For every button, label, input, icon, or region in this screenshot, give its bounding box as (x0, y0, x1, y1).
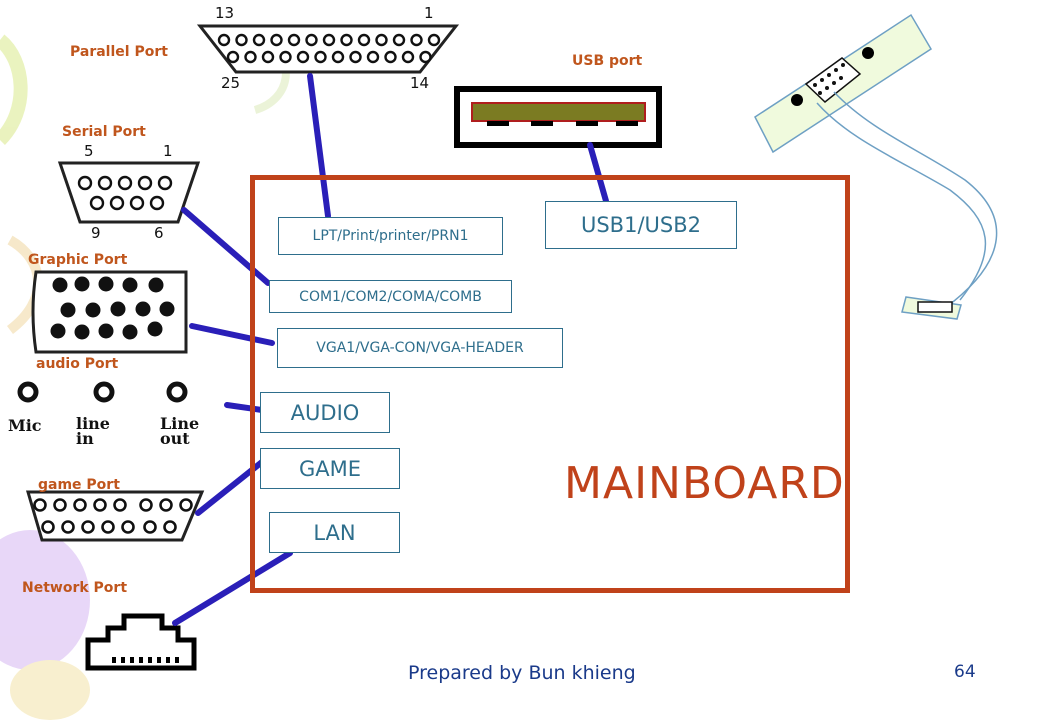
audio-jack-line-in-label: line in (76, 414, 110, 448)
lan-header-box: LAN (269, 512, 400, 553)
audio-port-label: audio Port (36, 356, 119, 372)
serial-pin-9: 9 (91, 224, 101, 242)
network-port-label: Network Port (22, 580, 128, 596)
footer-author: Prepared by Bun khieng (408, 662, 636, 684)
audio-header-box: AUDIO (260, 392, 390, 433)
com-header-box: COM1/COM2/COMA/COMB (269, 280, 512, 313)
game-port-connector (26, 490, 205, 542)
mainboard-title: MAINBOARD (564, 458, 845, 509)
parallel-pin-14: 14 (410, 74, 430, 92)
graphic-port-connector (31, 270, 188, 354)
usb-header-box: USB1/USB2 (545, 201, 737, 249)
game-header-box: GAME (260, 448, 400, 489)
audio-jack-line-out-label: Line out (160, 414, 200, 448)
vga-header-box: VGA1/VGA-CON/VGA-HEADER (277, 328, 563, 368)
ribbon-cable-header (754, 13, 998, 320)
parallel-port-label: Parallel Port (70, 44, 168, 60)
serial-port-connector (57, 161, 201, 224)
usb-port-label: USB port (572, 53, 643, 69)
usb-port-connector (454, 86, 662, 148)
audio-jack-mic-label: Mic (8, 416, 42, 435)
lpt-header-box: LPT/Print/printer/PRN1 (278, 217, 503, 255)
serial-pin-5: 5 (84, 142, 94, 160)
audio-jacks (17, 381, 188, 403)
game-port-label: game Port (38, 477, 120, 493)
serial-port-label: Serial Port (62, 124, 146, 140)
parallel-pin-1: 1 (424, 4, 434, 22)
network-port-connector (85, 613, 197, 671)
serial-pin-6: 6 (154, 224, 164, 242)
graphic-port-label: Graphic Port (28, 252, 128, 268)
page-number: 64 (954, 662, 976, 682)
parallel-port-connector (196, 24, 460, 74)
parallel-pin-13: 13 (215, 4, 235, 22)
parallel-pin-25: 25 (221, 74, 241, 92)
mainboard-outline (250, 175, 850, 593)
serial-pin-1: 1 (163, 142, 173, 160)
